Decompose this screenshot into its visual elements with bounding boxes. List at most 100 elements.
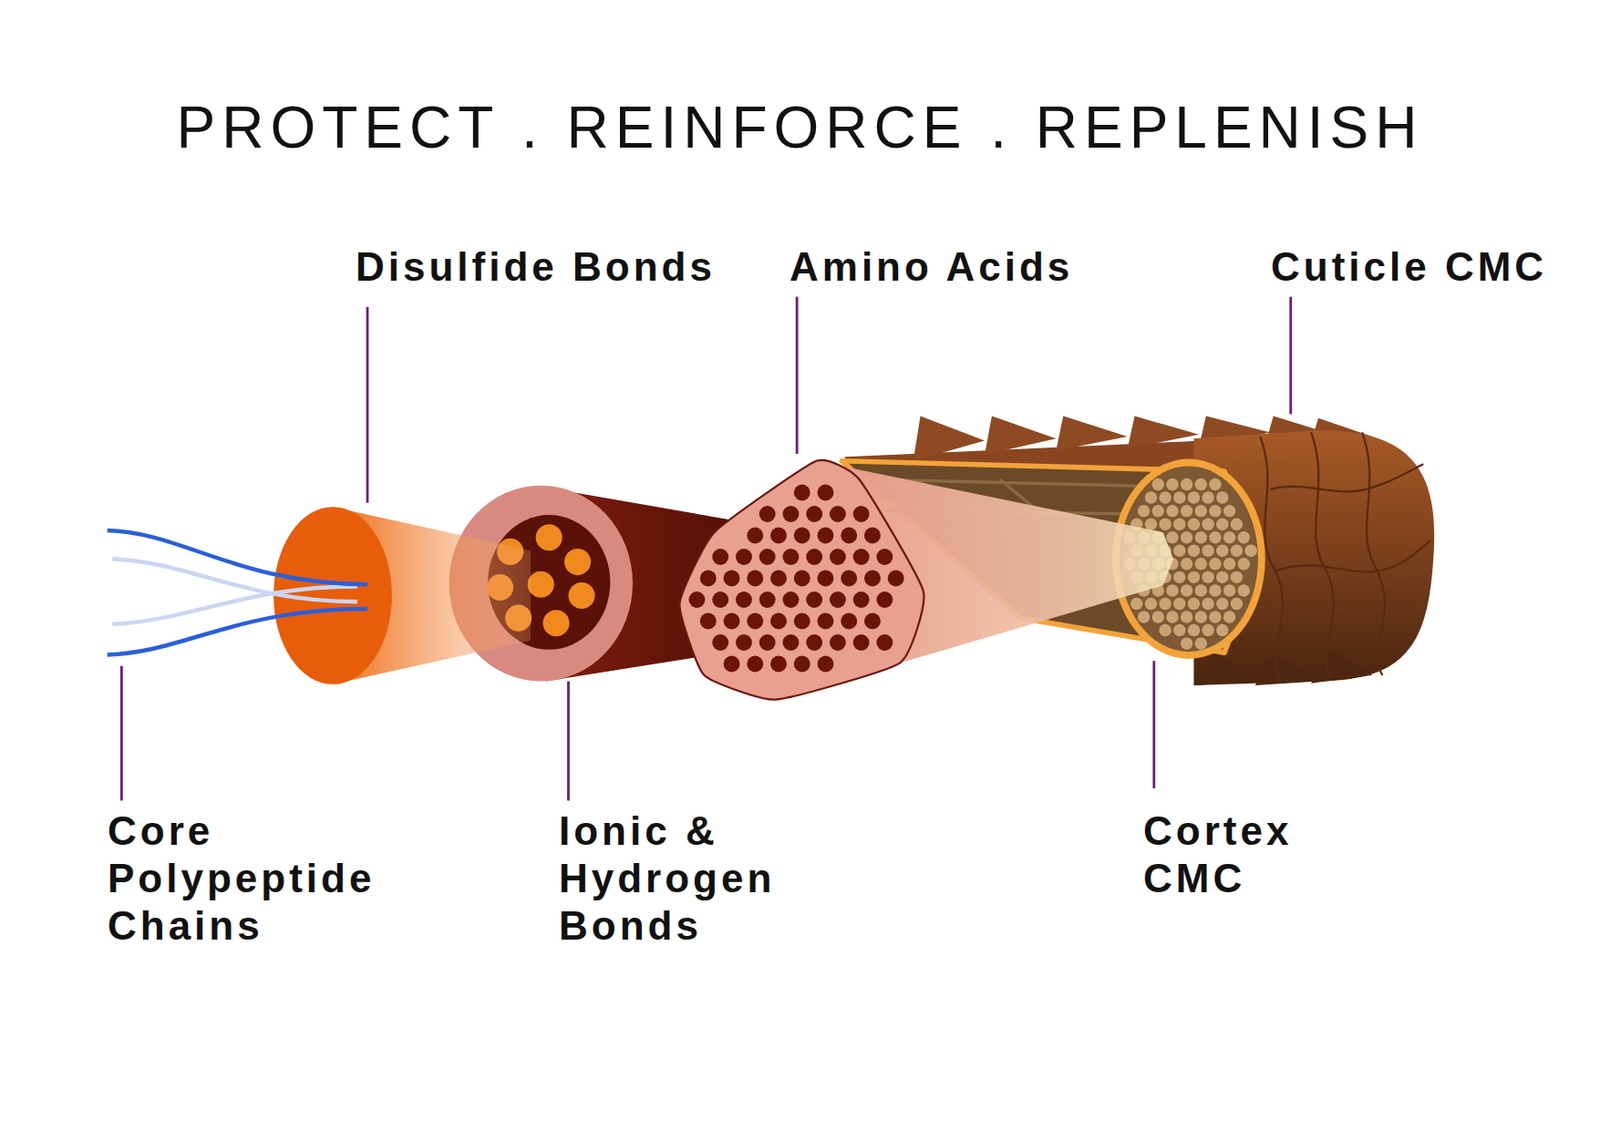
cortex-fibre [1166, 531, 1178, 544]
amino-dot [746, 570, 764, 588]
cortex-fibre [1216, 545, 1229, 558]
cortex-fibre [1187, 517, 1200, 530]
part-label: Cuticle CMC [1270, 243, 1590, 291]
amino-dot [712, 591, 729, 609]
amino-dot [805, 548, 823, 566]
amino-dot [840, 527, 857, 545]
amino-dot [712, 634, 729, 651]
amino-acid-face [679, 460, 924, 701]
cortex-fibre [1130, 598, 1143, 610]
cortex-fibre [1216, 624, 1229, 637]
amino-dot [794, 613, 811, 630]
cortex-fibre [1201, 624, 1214, 637]
amino-dot [840, 613, 857, 630]
page-title: PROTECT . REINFORCE . REPLENISH [0, 92, 1600, 164]
cortex-fibre [1223, 557, 1236, 570]
amino-dot [805, 591, 823, 609]
amino-dot [794, 570, 811, 588]
cortex-fibre [1244, 545, 1257, 558]
cortex-fibre [1187, 598, 1200, 610]
cortex-fibre [1230, 517, 1243, 530]
amino-dot [770, 656, 787, 673]
amino-dot [817, 527, 835, 545]
amino-dot [805, 634, 823, 651]
cortex-fibre [1180, 637, 1193, 650]
cortex-fibre [1201, 598, 1214, 610]
cortex-fibre [1137, 610, 1150, 623]
cortex-fibre [1187, 491, 1200, 504]
cortex-fibre [1180, 557, 1193, 570]
cortex-fibre [1201, 491, 1214, 504]
amino-dot [853, 634, 870, 651]
cortex-fibre [1145, 517, 1157, 530]
cortex-fibre [1180, 478, 1193, 491]
cortex-fibre [1201, 571, 1214, 584]
cortex-fibre [1238, 557, 1250, 570]
cortex-fibre [1230, 545, 1243, 558]
cortex-fibre [1201, 545, 1214, 558]
cortex-fibre [1223, 531, 1236, 544]
amino-dot [853, 548, 870, 566]
cortex-fibre [1201, 517, 1214, 530]
cortex-fibre [1187, 624, 1200, 637]
amino-dot [759, 505, 776, 523]
amino-dot [735, 548, 753, 566]
cortex-fibre [1137, 505, 1150, 517]
amino-dot [840, 570, 857, 588]
part-label: Disulfide Bonds [355, 243, 757, 291]
cortex-fibre [1173, 517, 1186, 530]
cortex-fibre [1223, 505, 1236, 517]
cortex-fibre [1166, 478, 1178, 491]
cortex-fibre [1216, 491, 1229, 504]
amino-dot [817, 570, 835, 588]
amino-dot [689, 591, 706, 609]
cortex-fibre [1173, 571, 1186, 584]
amino-dot [817, 656, 835, 673]
cortex-fibre [1195, 557, 1208, 570]
cortex-fibre [1187, 545, 1200, 558]
cortex-fibre [1208, 531, 1221, 544]
amino-dot [829, 505, 847, 523]
cortex-fibre [1173, 598, 1186, 610]
amino-dot [782, 548, 799, 566]
cortex-fibre [1216, 517, 1229, 530]
cortex-fibre [1158, 491, 1171, 504]
amino-dot [723, 613, 741, 630]
cortex-fibre [1230, 571, 1243, 584]
part-label: Core Polypeptide Chains [107, 807, 409, 950]
cortex-fibre [1223, 610, 1236, 623]
cortex-fibre [1223, 584, 1236, 597]
amino-dot [735, 634, 753, 651]
amino-dot [853, 505, 870, 523]
amino-dot [794, 527, 811, 545]
amino-dot [759, 548, 776, 566]
amino-dot [723, 570, 741, 588]
cortex-fibre [1187, 571, 1200, 584]
amino-dot [829, 548, 847, 566]
cortex-fibre [1208, 557, 1221, 570]
amino-dot [782, 505, 799, 523]
amino-dot [770, 527, 787, 545]
cortex-fibre [1208, 505, 1221, 517]
amino-dot [829, 591, 847, 609]
cortex-fibre [1195, 505, 1208, 517]
cortex-fibre [1208, 610, 1221, 623]
cortex-fibre [1195, 584, 1208, 597]
cortex-fibre [1152, 610, 1165, 623]
cortex-fibre [1216, 571, 1229, 584]
cortex-fibre [1195, 610, 1208, 623]
amino-dot [782, 634, 799, 651]
amino-dot [817, 485, 835, 502]
amino-dot [759, 591, 776, 609]
amino-dot [712, 548, 729, 566]
amino-dot [746, 527, 764, 545]
amino-dot [700, 613, 717, 630]
cortex-fibre [1180, 531, 1193, 544]
amino-dot [876, 634, 893, 651]
cortex-fibre [1158, 624, 1171, 637]
cortex-fibre [1180, 610, 1193, 623]
amino-dot [794, 656, 811, 673]
amino-dot [887, 570, 905, 588]
cortex-fibre [1180, 584, 1193, 597]
